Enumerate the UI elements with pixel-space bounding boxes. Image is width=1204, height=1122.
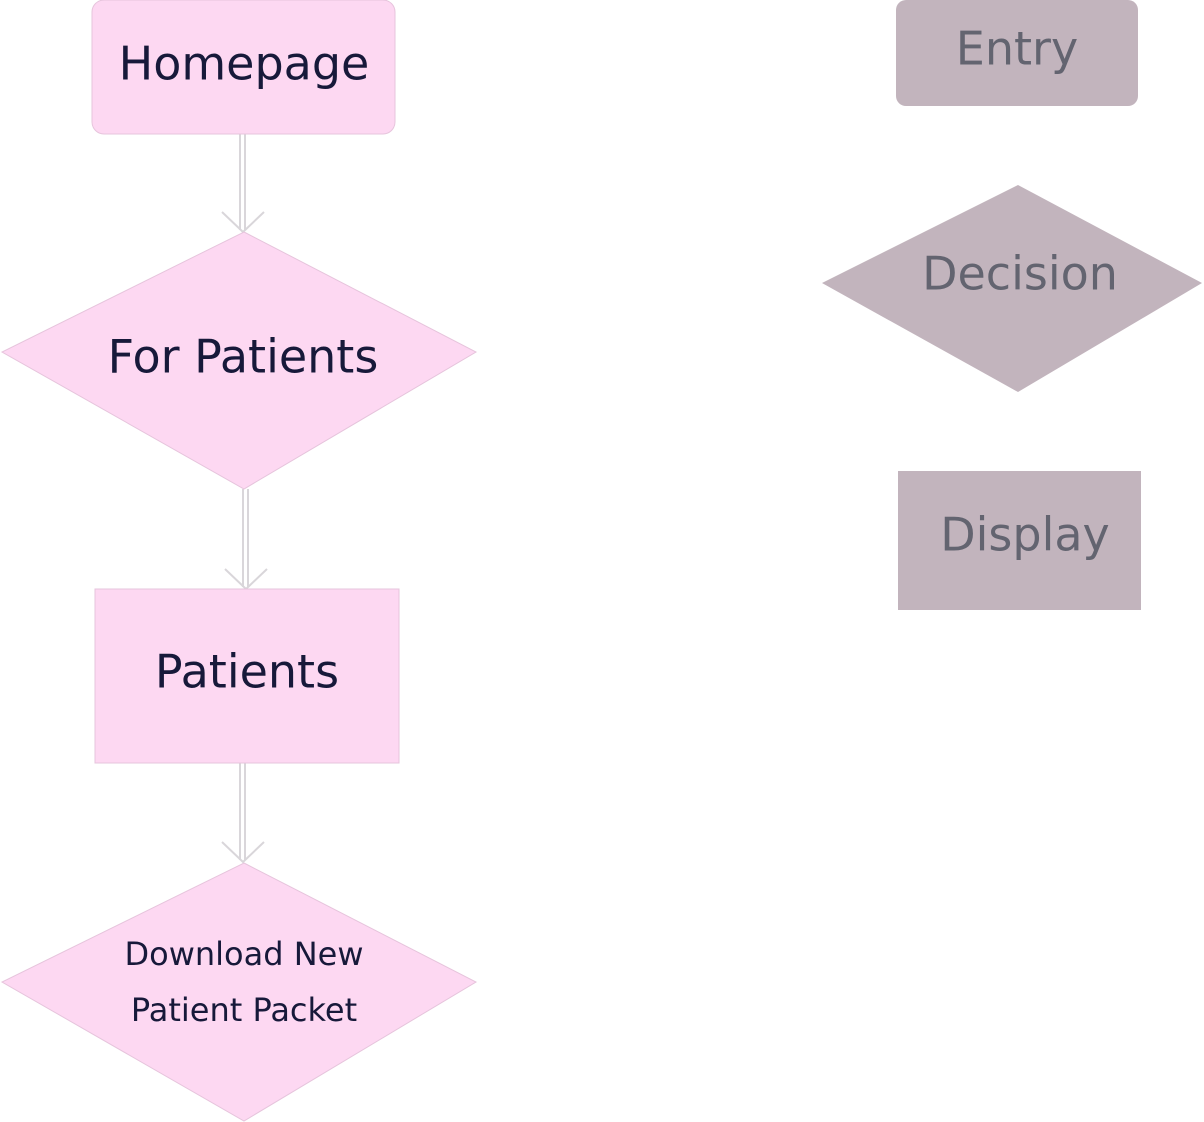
legend-item-entry: Entry <box>896 0 1138 106</box>
download-packet-node-label-line-1: Download New <box>124 935 363 973</box>
for-patients-node-shape <box>0 231 478 490</box>
arrowhead-icon <box>224 568 268 591</box>
legend-entry-shape <box>896 0 1138 106</box>
legend-display-shape <box>898 471 1141 610</box>
arrowhead-icon <box>221 211 265 234</box>
connector-for-patients-to-patients <box>224 489 268 591</box>
for-patients-node[interactable]: For Patients <box>0 231 478 490</box>
download-packet-node[interactable]: Download New Patient Packet <box>0 862 478 1122</box>
connector-homepage-to-for-patients <box>221 134 265 234</box>
connector-patients-to-download-packet <box>221 762 265 864</box>
legend-item-decision: Decision <box>822 185 1202 392</box>
download-packet-node-shape <box>0 862 478 1122</box>
patients-node[interactable]: Patients <box>94 588 400 764</box>
homepage-node-shape <box>91 0 396 135</box>
patients-node-label: Patients <box>155 645 339 699</box>
arrowhead-icon <box>221 841 265 864</box>
legend: Entry Decision Display <box>822 0 1202 610</box>
download-packet-node-label-line-2: Patient Packet <box>131 991 357 1029</box>
legend-display-label: Display <box>940 508 1110 562</box>
legend-item-display: Display <box>898 471 1141 610</box>
for-patients-node-label: For Patients <box>108 330 379 384</box>
legend-decision-label: Decision <box>922 247 1118 301</box>
homepage-node-label: Homepage <box>119 37 370 91</box>
legend-entry-label: Entry <box>956 22 1078 76</box>
homepage-node[interactable]: Homepage <box>91 0 396 135</box>
legend-decision-shape <box>822 185 1202 392</box>
patients-node-shape <box>94 588 400 764</box>
